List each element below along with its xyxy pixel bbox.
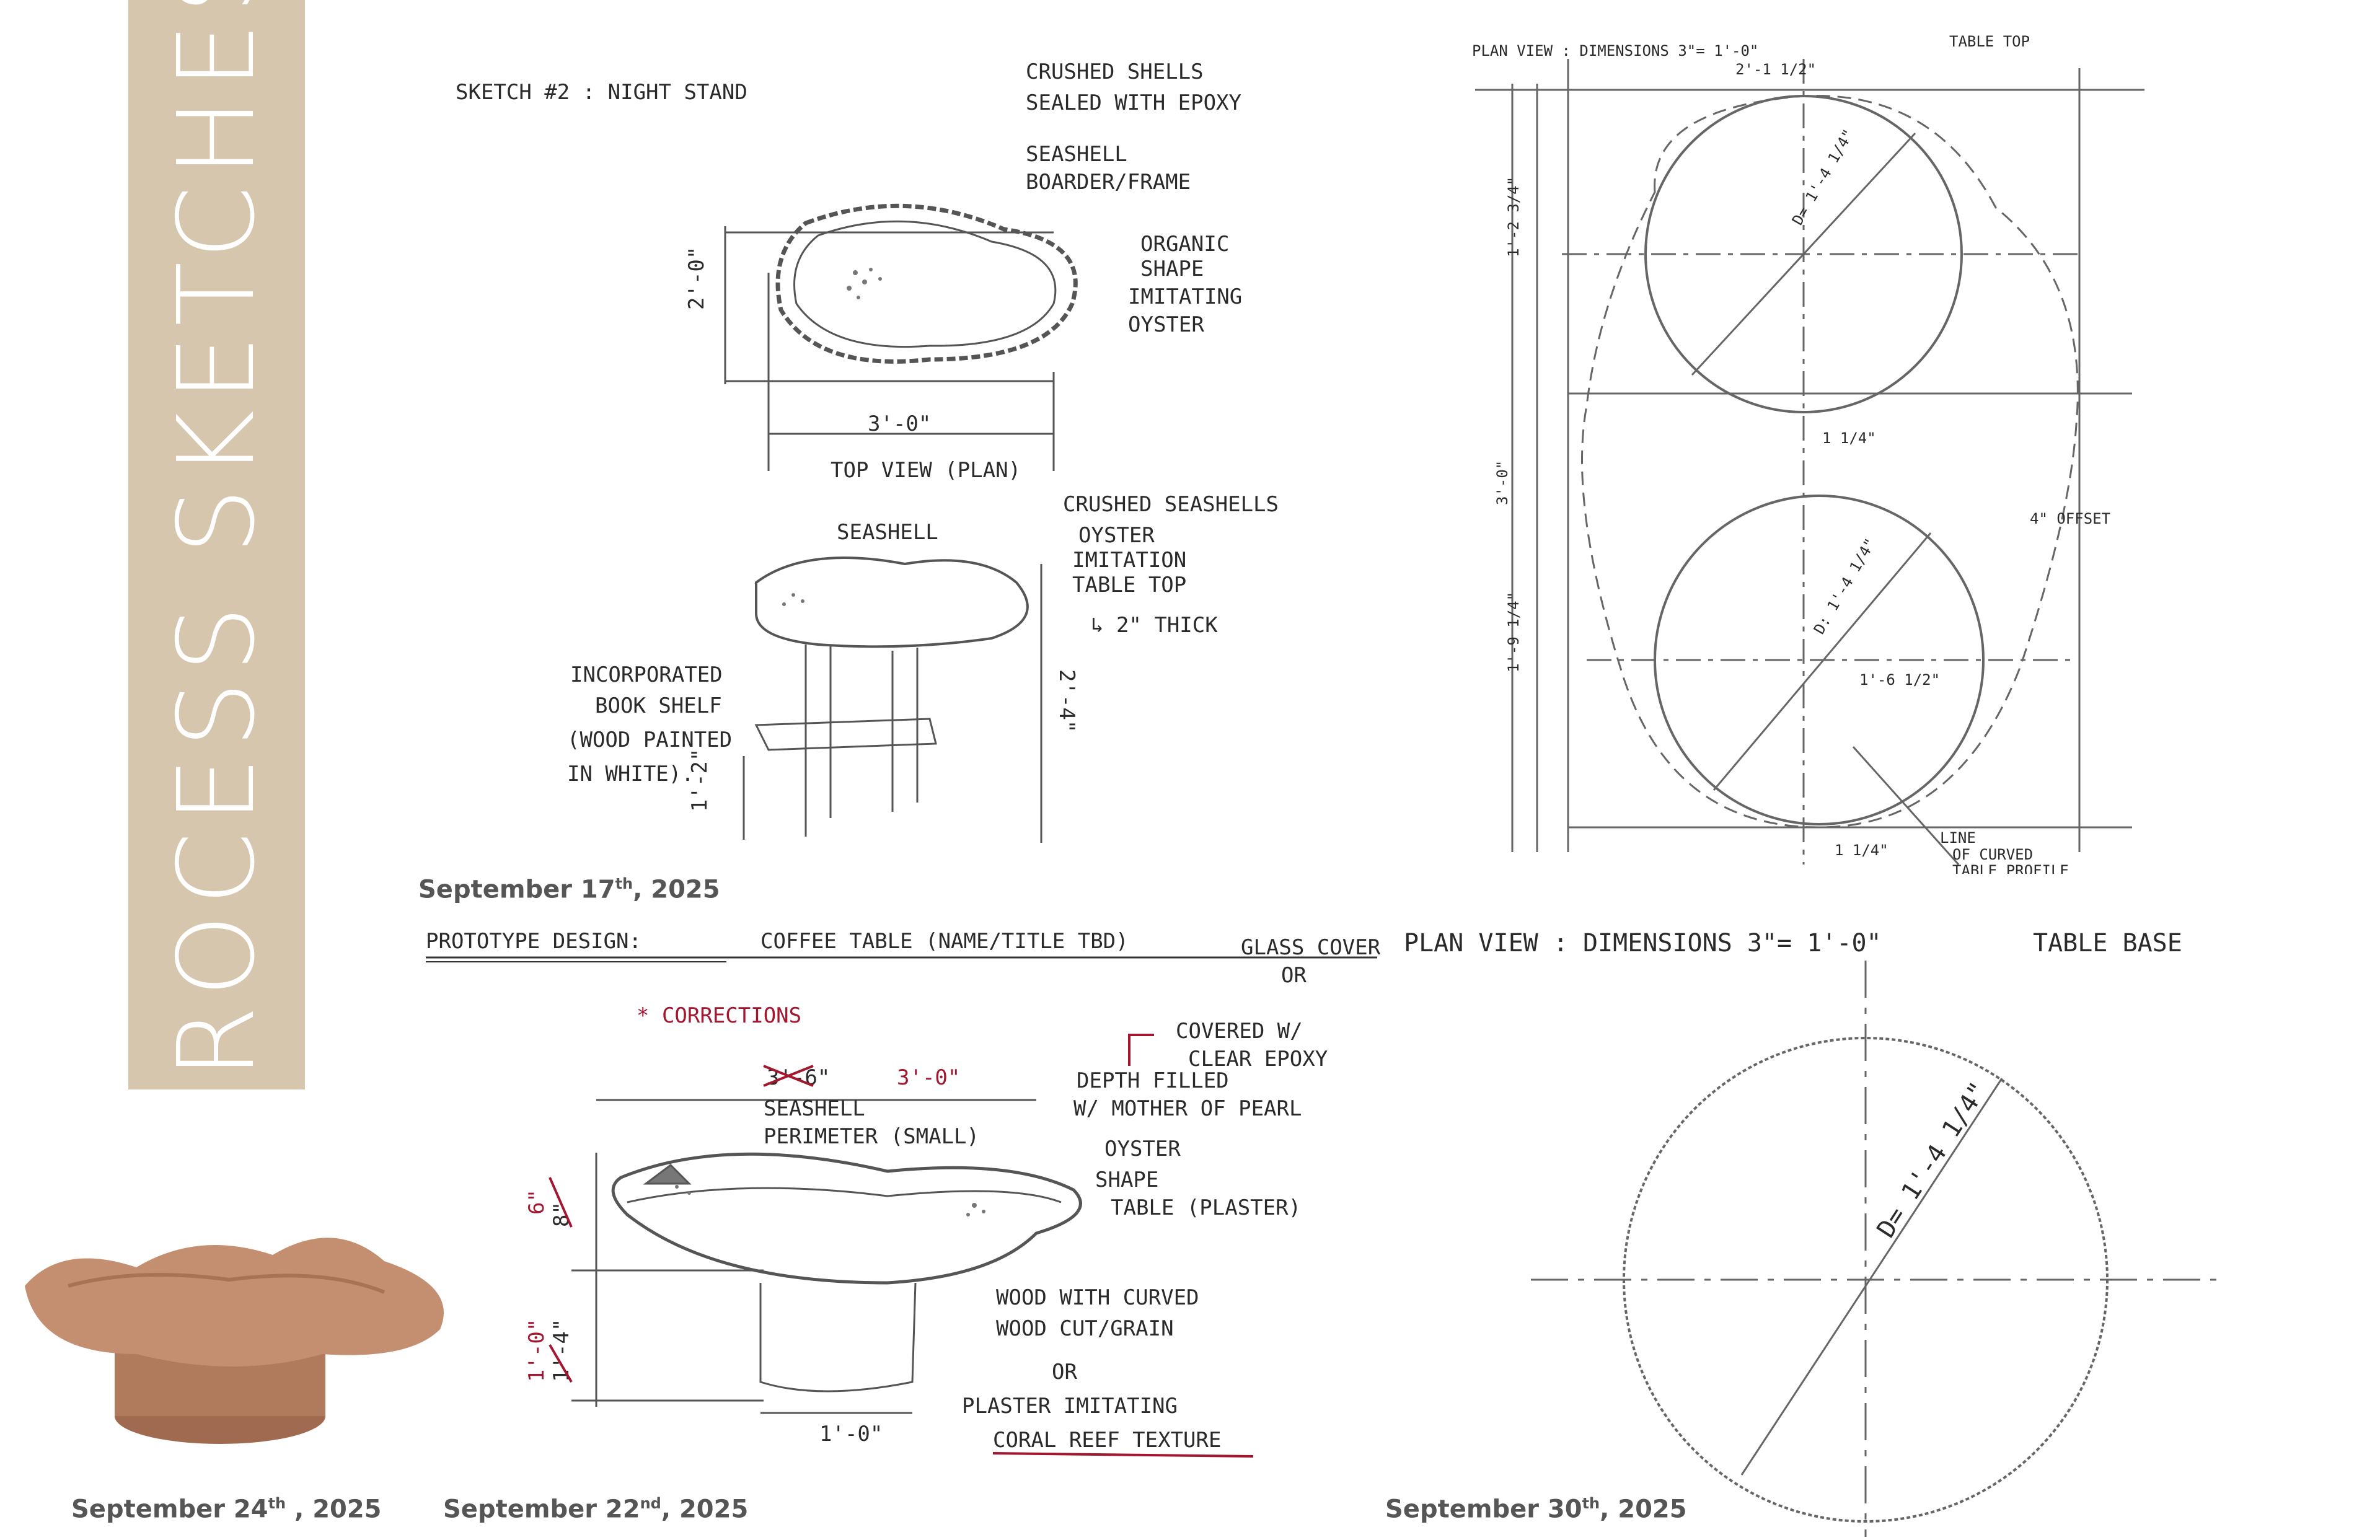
- note-depth-filled: DEPTH FILLED: [1077, 1068, 1229, 1093]
- caption-sep17: September 17th, 2025: [418, 875, 720, 904]
- caption-sep17-month: September 17: [418, 875, 615, 904]
- curve-2: OF CURVED: [1952, 846, 2033, 863]
- caption-sep30: September 30th, 2025: [1385, 1495, 1687, 1523]
- dim-total: 3'-0": [1494, 460, 1511, 505]
- nightstand-drawing: SKETCH #2 : NIGHT STAND CRUSHED SHELLS S…: [456, 59, 1279, 843]
- note-or-1: OR: [1281, 963, 1307, 988]
- caption-sep17-rest: , 2025: [633, 875, 720, 904]
- note-clear-epoxy: CLEAR EPOXY: [1188, 1047, 1328, 1071]
- tablebase-diameter: D= 1'-4 1/4": [1872, 1077, 1993, 1243]
- corrected-width: 3'-0": [897, 1065, 960, 1090]
- note-crushed-shells: CRUSHED SHELLS: [1026, 59, 1204, 84]
- dim-upper: 1'-2 3/4": [1505, 177, 1522, 257]
- dim-shelf: 1'-2": [687, 749, 712, 812]
- note-mother-pearl: W/ MOTHER OF PEARL: [1073, 1096, 1302, 1121]
- dim-width: 3'-0": [868, 411, 931, 436]
- nightstand-sketch: SKETCH #2 : NIGHT STAND CRUSHED SHELLS S…: [421, 37, 1326, 843]
- prototype-title: PROTOTYPE DESIGN:: [426, 929, 641, 954]
- caption-sep30-rest: , 2025: [1600, 1495, 1687, 1524]
- curve-3: TABLE PROFILE: [1952, 862, 2069, 874]
- note-border: BOARDER/FRAME: [1026, 170, 1191, 195]
- note-or-2: OR: [1052, 1360, 1077, 1384]
- caption-sep24-rest: , 2025: [286, 1495, 382, 1524]
- tablebase-sketch: PLAN VIEW : DIMENSIONS 3"= 1'-0" TABLE B…: [1395, 880, 2231, 1537]
- bottom-gap: 1 1/4": [1835, 842, 1889, 859]
- note-seashell: SEASHELL: [1026, 142, 1127, 167]
- caption-sep24: September 24th , 2025: [71, 1495, 382, 1523]
- caption-sep22-rest: , 2025: [661, 1495, 749, 1524]
- note-wood-grain: WOOD CUT/GRAIN: [996, 1316, 1174, 1341]
- tabletop-drawing: PLAN VIEW : DIMENSIONS 3"= 1'-0" TABLE T…: [1472, 33, 2144, 874]
- note-oyster: OYSTER: [1128, 312, 1204, 337]
- caption-sep24-month: September 24: [71, 1495, 268, 1524]
- note-sealed-epoxy: SEALED WITH EPOXY: [1026, 90, 1241, 115]
- note-coral: CORAL REEF TEXTURE: [993, 1428, 1221, 1453]
- clay-model-drawing: [25, 1238, 444, 1444]
- tablebase-drawing: PLAN VIEW : DIMENSIONS 3"= 1'-0" TABLE B…: [1404, 929, 2219, 1537]
- note-seashell-2: SEASHELL: [837, 520, 938, 545]
- half: 1'-6 1/2": [1859, 671, 1940, 689]
- note-shelf-4: IN WHITE).: [567, 762, 694, 786]
- caption-sep30-suffix: th: [1582, 1495, 1600, 1512]
- dim-lower: 1'-9 1/4": [1505, 592, 1522, 672]
- caption-sep24-suffix: th: [268, 1495, 286, 1512]
- tabletop-header: PLAN VIEW : DIMENSIONS 3"= 1'-0": [1472, 42, 1758, 59]
- dim-top-6: 6": [524, 1189, 549, 1215]
- note-shelf-3: (WOOD PAINTED: [567, 728, 732, 752]
- note-shelf-2: BOOK SHELF: [595, 693, 722, 718]
- banner-title: PROCESS SKETCHES: [155, 0, 278, 1151]
- offset: 4" OFFSET: [2030, 510, 2110, 527]
- caption-sep17-suffix: th: [615, 875, 633, 892]
- curve-1: LINE: [1940, 829, 1976, 847]
- clay-model-photo: [12, 1212, 452, 1456]
- caption-sep22-month: September 22: [443, 1495, 640, 1524]
- nightstand-title: SKETCH #2 : NIGHT STAND: [456, 80, 747, 105]
- note-table-top: TABLE TOP: [1072, 573, 1186, 597]
- dim-top: 2'-1 1/2": [1735, 61, 1816, 78]
- note-crushed-seashells: CRUSHED SEASHELLS: [1063, 492, 1279, 517]
- note-shape-2: SHAPE: [1095, 1168, 1158, 1192]
- title-banner: PROCESS SKETCHES: [128, 0, 305, 1151]
- note-perimeter: PERIMETER (SMALL): [764, 1124, 979, 1149]
- note-wood: WOOD WITH CURVED: [996, 1285, 1199, 1310]
- caption-sep22-suffix: nd: [640, 1495, 661, 1512]
- caption-sep22: September 22nd, 2025: [443, 1495, 748, 1523]
- note-plaster: PLASTER IMITATING: [962, 1394, 1178, 1419]
- note-glass-cover: GLASS COVER: [1241, 935, 1381, 960]
- plan-label: TOP VIEW (PLAN): [831, 458, 1021, 483]
- note-oyster-2: OYSTER: [1078, 523, 1155, 548]
- note-imitating: IMITATING: [1128, 284, 1242, 309]
- dim-depth: 2'-0": [684, 247, 709, 310]
- note-organic: ORGANIC: [1140, 232, 1229, 257]
- note-table-plaster: TABLE (PLASTER): [1111, 1195, 1301, 1220]
- dim-foot: 1'-0": [819, 1422, 883, 1446]
- note-thick: ↳ 2" THICK: [1091, 613, 1218, 638]
- struck-width: 3'-6": [767, 1065, 830, 1090]
- dim-base: 1'-0": [524, 1319, 549, 1382]
- caption-sep30-month: September 30: [1385, 1495, 1582, 1524]
- corrections-label: * CORRECTIONS: [637, 1003, 801, 1028]
- note-shelf-1: INCORPORATED: [570, 662, 723, 687]
- dim-height: 2'-4": [1054, 669, 1079, 733]
- tablebase-header: PLAN VIEW : DIMENSIONS 3"= 1'-0": [1404, 929, 1882, 957]
- diam-top: D= 1'-4 1/4": [1789, 126, 1858, 228]
- prototype-drawing: PROTOTYPE DESIGN: COFFEE TABLE (NAME/TIT…: [426, 929, 1381, 1458]
- diam-bottom: D: 1'-4 1/4": [1810, 535, 1879, 637]
- prototype-sketch: PROTOTYPE DESIGN: COFFEE TABLE (NAME/TIT…: [416, 911, 1383, 1481]
- note-shape: SHAPE: [1140, 257, 1204, 281]
- note-imitation: IMITATION: [1072, 548, 1186, 573]
- note-seashell-3: SEASHELL: [764, 1096, 865, 1121]
- tabletop-label: TABLE TOP: [1949, 33, 2030, 50]
- tablebase-label: TABLE BASE: [2033, 929, 2182, 957]
- gap: 1 1/4": [1822, 429, 1876, 447]
- note-oyster-3: OYSTER: [1104, 1137, 1181, 1161]
- prototype-subtitle: COFFEE TABLE (NAME/TITLE TBD): [760, 929, 1129, 954]
- note-covered: COVERED W/: [1176, 1019, 1303, 1044]
- tabletop-sketch: PLAN VIEW : DIMENSIONS 3"= 1'-0" TABLE T…: [1463, 22, 2157, 874]
